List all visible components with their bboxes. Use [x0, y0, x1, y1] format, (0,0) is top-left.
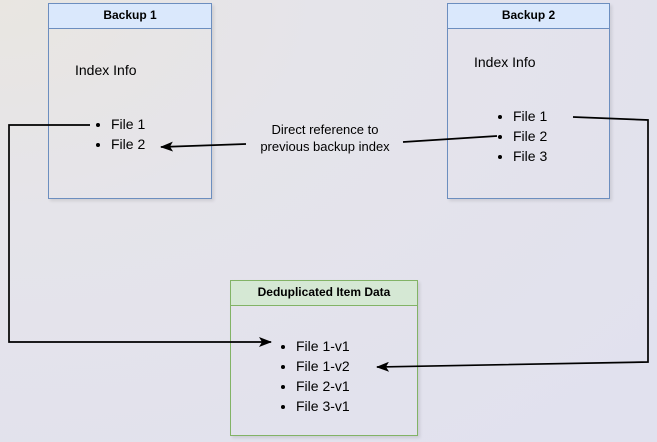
list-item: File 3 — [513, 146, 609, 166]
node-backup-1: Backup 1 Index Info File 1 File 2 — [48, 3, 212, 199]
list-item: File 1 — [513, 106, 609, 126]
list-item: File 2 — [513, 126, 609, 146]
backup-2-file-list: File 1 File 2 File 3 — [448, 106, 609, 166]
list-item: File 1-v1 — [296, 336, 417, 356]
node-backup-1-title: Backup 1 — [49, 4, 211, 29]
dedup-item-list: File 1-v1 File 1-v2 File 2-v1 File 3-v1 — [231, 336, 417, 416]
list-item: File 1 — [111, 114, 211, 134]
list-item: File 2 — [111, 134, 211, 154]
backup-1-section-label: Index Info — [75, 62, 137, 78]
list-item: File 1-v2 — [296, 356, 417, 376]
direct-reference-label: Direct reference to previous backup inde… — [260, 122, 390, 154]
node-backup-2: Backup 2 Index Info File 1 File 2 File 3 — [447, 3, 610, 199]
backup-2-section-label: Index Info — [474, 54, 536, 70]
list-item: File 3-v1 — [296, 396, 417, 416]
node-dedup-title: Deduplicated Item Data — [231, 281, 417, 306]
list-item: File 2-v1 — [296, 376, 417, 396]
node-deduplicated-item-data: Deduplicated Item Data File 1-v1 File 1-… — [230, 280, 418, 436]
node-backup-2-title: Backup 2 — [448, 4, 609, 29]
backup-1-file-list: File 1 File 2 — [49, 114, 211, 154]
